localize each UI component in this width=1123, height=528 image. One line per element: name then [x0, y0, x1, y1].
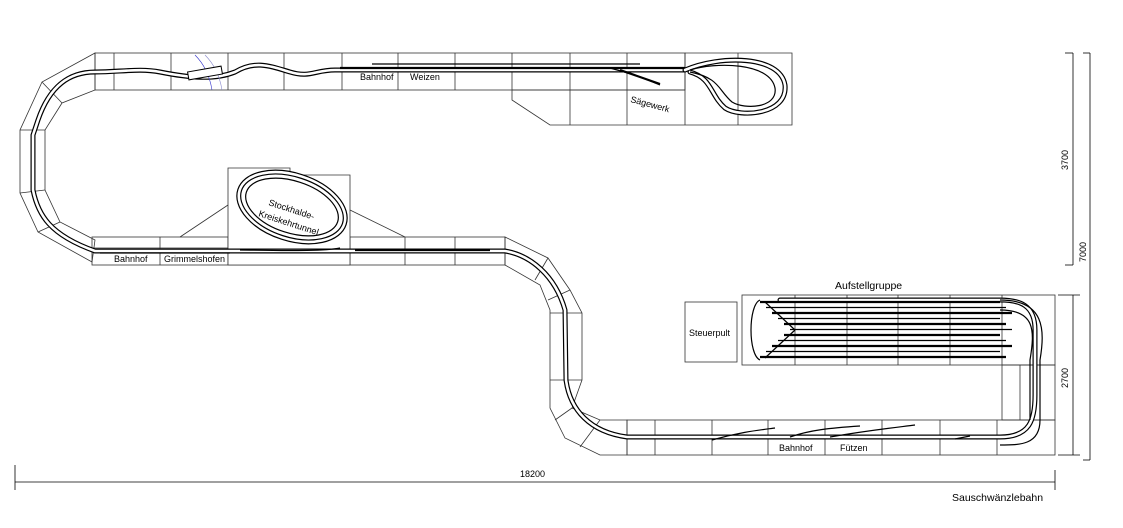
dim-width-total: 18200 — [520, 469, 545, 479]
spiral-tunnel — [236, 169, 348, 252]
dim-height-total: 7000 — [1078, 242, 1088, 262]
layout-title: Sauschwänzlebahn — [952, 492, 1043, 504]
dim-height-upper: 3700 — [1060, 150, 1070, 170]
station-grimmelshofen-label-1: Bahnhof — [114, 254, 148, 264]
station-fuetzen-label-1: Bahnhof — [779, 443, 813, 453]
aufstellgruppe-label: Aufstellgruppe — [835, 280, 902, 292]
saegewerk-label: Sägewerk — [629, 94, 671, 114]
fan-bottom — [764, 329, 796, 359]
station-grimmelshofen-label-2: Grimmelshofen — [164, 254, 225, 264]
fan-top — [764, 301, 796, 331]
dimension-lines — [14, 52, 1091, 490]
station-tracks — [100, 63, 971, 441]
station-fuetzen-label-2: Fützen — [840, 443, 868, 453]
top-modules — [94, 52, 793, 126]
bridge-icon — [186, 65, 224, 81]
yard-return-2 — [999, 309, 1033, 420]
steuerpult-box — [684, 301, 738, 363]
station-weizen-label-2: Weizen — [410, 72, 440, 82]
steuerpult-label: Steuerpult — [689, 328, 731, 338]
reversing-loop — [682, 57, 788, 116]
staging-yard-tracks — [750, 299, 1043, 446]
dim-height-lower: 2700 — [1060, 368, 1070, 388]
ramp — [186, 54, 224, 91]
yard-return — [999, 299, 1043, 446]
main-track — [30, 62, 1038, 440]
station-weizen-label-1: Bahnhof — [360, 72, 394, 82]
outer-loop — [750, 299, 761, 361]
